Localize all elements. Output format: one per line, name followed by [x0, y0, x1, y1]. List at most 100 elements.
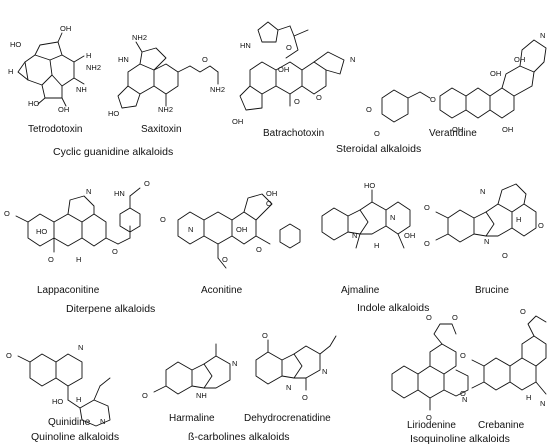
atom-label: OH — [502, 125, 513, 134]
atom-label: OH — [60, 24, 71, 33]
structure-harmaline: O NH N — [142, 343, 237, 400]
atom-label: N — [100, 417, 105, 426]
structure-aconitine: OH O N OH O O O — [160, 189, 301, 269]
atom-label: N — [462, 395, 467, 404]
atom-label: NH2 — [132, 33, 147, 42]
atom-label: O — [142, 391, 148, 400]
atom-label: NH — [76, 85, 87, 94]
structure-dehydrocrenatidine: O N N O — [255, 331, 337, 402]
compound-name-aconitine: Aconitine — [201, 285, 243, 296]
compound-name-quinidine: Quinidine — [48, 417, 91, 428]
compound-name-batrachotoxin: Batrachotoxin — [263, 128, 324, 139]
compound-name-lappaconitine: Lappaconitine — [37, 285, 100, 296]
atom-label: HN — [240, 41, 251, 50]
atom-label: O — [262, 331, 268, 340]
structure-quinidine: O N HO N H — [6, 343, 111, 427]
atom-label: O — [4, 209, 10, 218]
structure-lappaconitine: O HN O N HO O H O — [4, 179, 150, 264]
atom-label: NH2 — [158, 105, 173, 114]
atom-label: O — [424, 203, 430, 212]
atom-label: H — [526, 393, 531, 402]
atom-label: O — [538, 221, 544, 230]
atom-label: N — [484, 237, 489, 246]
atom-label: N — [286, 383, 291, 392]
atom-label: O — [222, 255, 228, 264]
structure-crebanine: O O O N H — [460, 307, 547, 408]
compound-name-harmaline: Harmaline — [169, 413, 215, 424]
atom-label: OH — [490, 69, 501, 78]
atom-label: HO — [108, 109, 119, 118]
structure-saxitoxin: NH2 HN NH2 HO O NH2 — [108, 33, 225, 118]
atom-label: O — [502, 251, 508, 260]
atom-label: O — [6, 351, 12, 360]
atom-label: O — [374, 129, 380, 138]
atom-label: N — [540, 31, 545, 40]
atom-label: NH2 — [86, 63, 101, 72]
compound-name-veratridine: Veratridine — [429, 128, 477, 139]
atom-label: O — [460, 351, 466, 360]
atom-label: O — [452, 313, 458, 322]
atom-label: O — [426, 413, 432, 422]
atom-label: N — [232, 359, 237, 368]
class-label-beta-carbolines: ß-carbolines alkaloids — [188, 431, 290, 443]
atom-label: HN — [118, 55, 129, 64]
atom-label: OH — [514, 55, 525, 64]
atom-label: OH — [452, 125, 463, 134]
atom-label: N — [188, 225, 193, 234]
structure-brucine: O O N N O O H — [424, 183, 544, 260]
atom-label: HO — [52, 397, 63, 406]
atom-label: N — [322, 367, 327, 376]
atom-label: O — [266, 199, 272, 208]
atom-label: O — [426, 313, 432, 322]
atom-label: HN — [114, 189, 125, 198]
atom-label: HO — [36, 227, 47, 236]
structure-batrachotoxin: HN O OH N OH O O — [232, 21, 355, 126]
atom-label: NH2 — [210, 85, 225, 94]
atom-label: N — [352, 231, 357, 240]
atom-label: O — [430, 95, 436, 104]
class-label-quinoline: Quinoline alkaloids — [31, 431, 119, 443]
atom-label: OH — [232, 117, 243, 126]
atom-label: OH — [236, 225, 247, 234]
atom-label: N — [480, 187, 485, 196]
atom-label: O — [520, 307, 526, 316]
atom-label: HO — [364, 181, 375, 190]
atom-label: OH — [58, 105, 69, 114]
atom-label: N — [78, 343, 83, 352]
atom-label: N — [86, 187, 91, 196]
atom-label: N — [390, 213, 395, 222]
compound-name-dehydrocrenatidine: Dehydrocrenatidine — [244, 413, 331, 424]
atom-label: O — [48, 255, 54, 264]
class-label-diterpene: Diterpene alkaloids — [66, 303, 155, 315]
compound-name-tetrodotoxin: Tetrodotoxin — [28, 124, 82, 135]
atom-label: O — [460, 389, 466, 398]
atom-label: H — [516, 215, 521, 224]
atom-label: HO — [28, 99, 39, 108]
atom-label: H — [76, 255, 81, 264]
atom-label: O — [366, 105, 372, 114]
atom-label: H — [76, 395, 81, 404]
compound-name-ajmaline: Ajmaline — [341, 285, 380, 296]
class-label-indole: Indole alkaloids — [357, 302, 429, 314]
atom-label: O — [294, 97, 300, 106]
compound-name-saxitoxin: Saxitoxin — [141, 124, 182, 135]
structure-veratridine: O O O OH OH OH N OH — [366, 31, 547, 138]
atom-label: O — [302, 393, 308, 402]
atom-label: HO — [10, 40, 21, 49]
atom-label: O — [316, 93, 322, 102]
class-label-steroidal: Steroidal alkaloids — [336, 143, 421, 155]
structure-tetrodotoxin: HO OH H NH2 NH HO OH H — [8, 24, 101, 114]
atom-label: H — [86, 51, 91, 60]
atom-label: OH — [266, 189, 277, 198]
atom-label: OH — [404, 231, 415, 240]
atom-label: N — [350, 55, 355, 64]
class-label-isoquinoline: Isoquinoline alkaloids — [410, 433, 510, 445]
compound-name-brucine: Brucine — [475, 285, 509, 296]
atom-label: NH — [196, 391, 207, 400]
atom-label: O — [202, 55, 208, 64]
atom-label: O — [160, 215, 166, 224]
compound-name-liriodenine: Liriodenine — [407, 420, 456, 431]
class-label-cyclic-guanidine: Cyclic guanidine alkaloids — [53, 146, 173, 158]
